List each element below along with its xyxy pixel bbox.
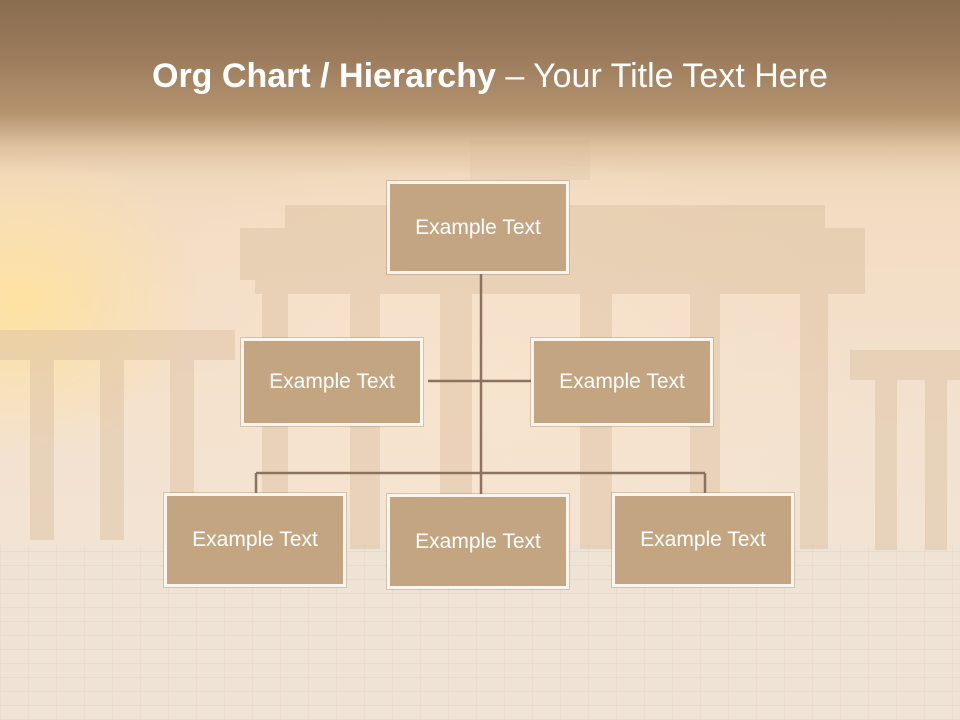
org-node-child-right[interactable]: Example Text xyxy=(612,493,794,587)
title-dash: – xyxy=(495,57,534,95)
org-node-child-center[interactable]: Example Text xyxy=(387,494,569,589)
title-band xyxy=(0,0,960,175)
org-node-top[interactable]: Example Text xyxy=(387,181,569,274)
org-node-child-left[interactable]: Example Text xyxy=(164,493,346,587)
title-subtitle-part: Your Title Text Here xyxy=(533,57,828,95)
slide-title: Org Chart / Hierarchy – Your Title Text … xyxy=(152,52,912,100)
title-bold-part: Org Chart / Hierarchy xyxy=(152,57,496,95)
org-node-assistant-right[interactable]: Example Text xyxy=(531,338,713,426)
org-node-assistant-left[interactable]: Example Text xyxy=(241,338,423,426)
